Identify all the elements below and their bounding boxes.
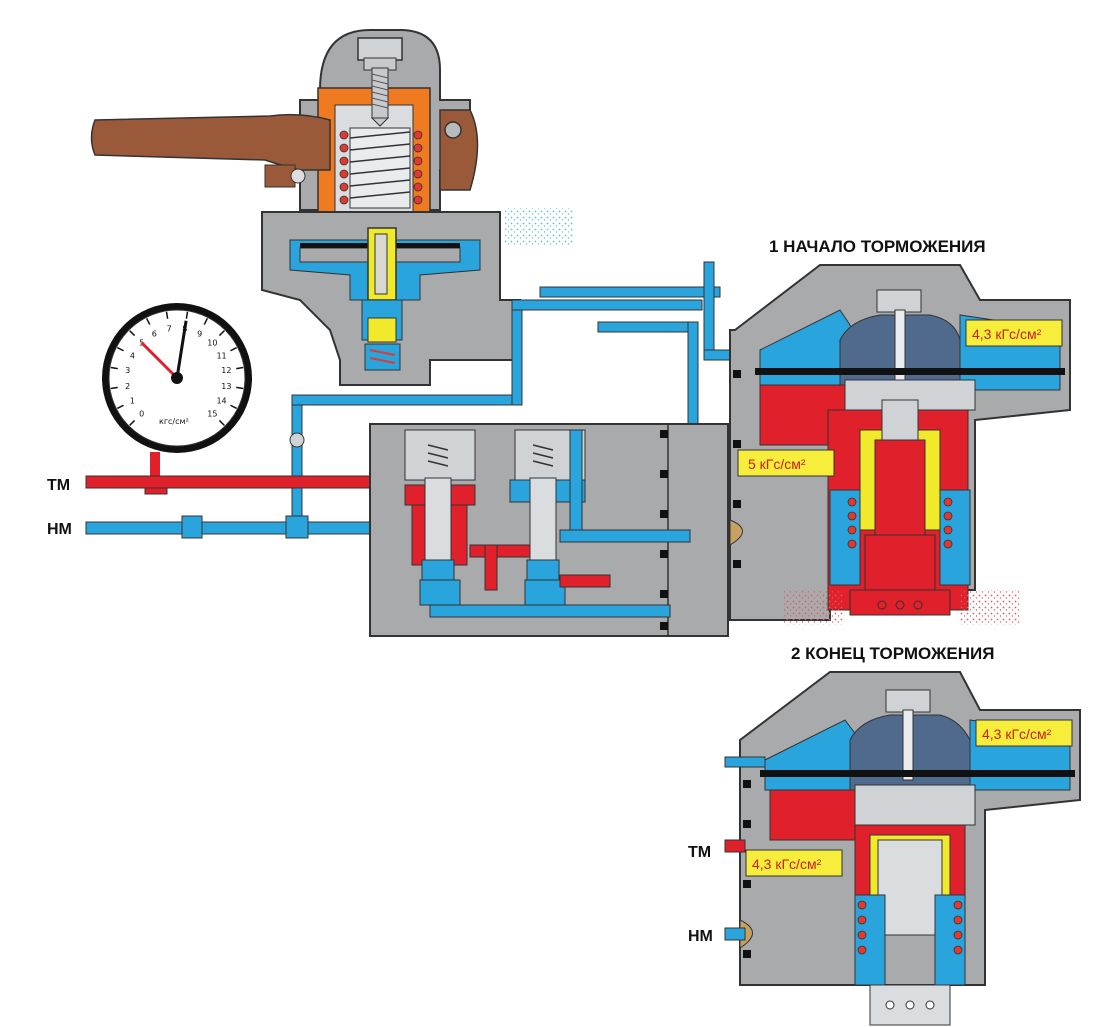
- tm-label: ТМ: [47, 477, 70, 494]
- gauge-tick: [230, 404, 238, 410]
- svg-text:5 кГс/см²: 5 кГс/см²: [748, 456, 806, 472]
- gauge-tick-label: 6: [152, 329, 157, 338]
- pressure-badge-stage1-top: 4,3 кГс/см²: [965, 319, 1063, 347]
- gauge-needle-red: [140, 341, 179, 380]
- gauge-tick-label: 3: [125, 366, 130, 375]
- gauge-tick: [236, 366, 244, 370]
- gauge-tick: [218, 419, 225, 426]
- pressure-gauge: 0123456789101112131415 кгс/см²: [102, 303, 252, 453]
- gauge-tick-label: 12: [221, 366, 231, 375]
- regulator-spring: [339, 127, 423, 209]
- gauge-tick: [129, 330, 136, 337]
- stage2-title: 2 КОНЕЦ ТОРМОЖЕНИЯ: [791, 644, 994, 663]
- gauge-tick-label: 15: [207, 409, 217, 418]
- gauge-tick-label: 9: [197, 329, 202, 338]
- pressure-badge-stage2-mid: 4,3 кГс/см²: [745, 849, 843, 877]
- gauge-tick: [218, 330, 225, 337]
- gauge-tick: [110, 366, 118, 370]
- nm-label-stage2: НМ: [688, 928, 713, 945]
- gauge-tick-label: 0: [139, 409, 144, 418]
- tm-label-stage2: ТМ: [688, 844, 711, 861]
- exhaust-spray: [960, 590, 1020, 625]
- exhaust-spray: [783, 590, 843, 625]
- gauge-tick-label: 14: [216, 397, 226, 406]
- svg-text:4,3 кГс/см²: 4,3 кГс/см²: [752, 856, 822, 872]
- gauge-tick: [110, 386, 118, 390]
- gauge-tick-label: 10: [207, 339, 217, 348]
- stage2-valve: [724, 671, 1081, 1026]
- gauge-tick: [116, 346, 124, 352]
- adjust-nut: [357, 37, 403, 61]
- gauge-needle-black: [175, 320, 188, 379]
- gauge-tick-label: 1: [130, 397, 135, 406]
- gauge-unit: кгс/см²: [159, 417, 189, 426]
- pressure-badge-stage2-top: 4,3 кГс/см²: [975, 719, 1073, 747]
- relay-block: [369, 423, 729, 637]
- gauge-tick-label: 11: [216, 351, 226, 360]
- gauge-tick-label: 2: [125, 382, 130, 391]
- gauge-tick-label: 4: [130, 351, 135, 360]
- stage1-title: 1 НАЧАЛО ТОРМОЖЕНИЯ: [769, 237, 986, 256]
- valve-handle[interactable]: [90, 113, 331, 171]
- gauge-tick: [185, 311, 189, 319]
- gauge-tick: [236, 386, 244, 390]
- gauge-tick: [129, 419, 136, 426]
- exhaust-spray: [505, 208, 573, 246]
- nm-label: НМ: [47, 521, 72, 538]
- nm-pipes: [85, 261, 735, 538]
- gauge-tick-label: 13: [221, 382, 231, 391]
- gauge-tick-label: 7: [167, 325, 172, 334]
- pressure-badge-stage1-mid: 5 кГс/см²: [737, 449, 835, 477]
- stage1-valve: [729, 264, 1071, 625]
- gauge-tick: [203, 317, 209, 325]
- svg-text:4,3 кГс/см²: 4,3 кГс/см²: [972, 326, 1042, 342]
- gauge-tick: [116, 404, 124, 410]
- driver-valve: [90, 29, 573, 386]
- gauge-tick: [145, 317, 151, 325]
- svg-text:4,3 кГс/см²: 4,3 кГс/см²: [982, 726, 1052, 742]
- gauge-tick: [230, 346, 238, 352]
- gauge-tick: [165, 311, 169, 319]
